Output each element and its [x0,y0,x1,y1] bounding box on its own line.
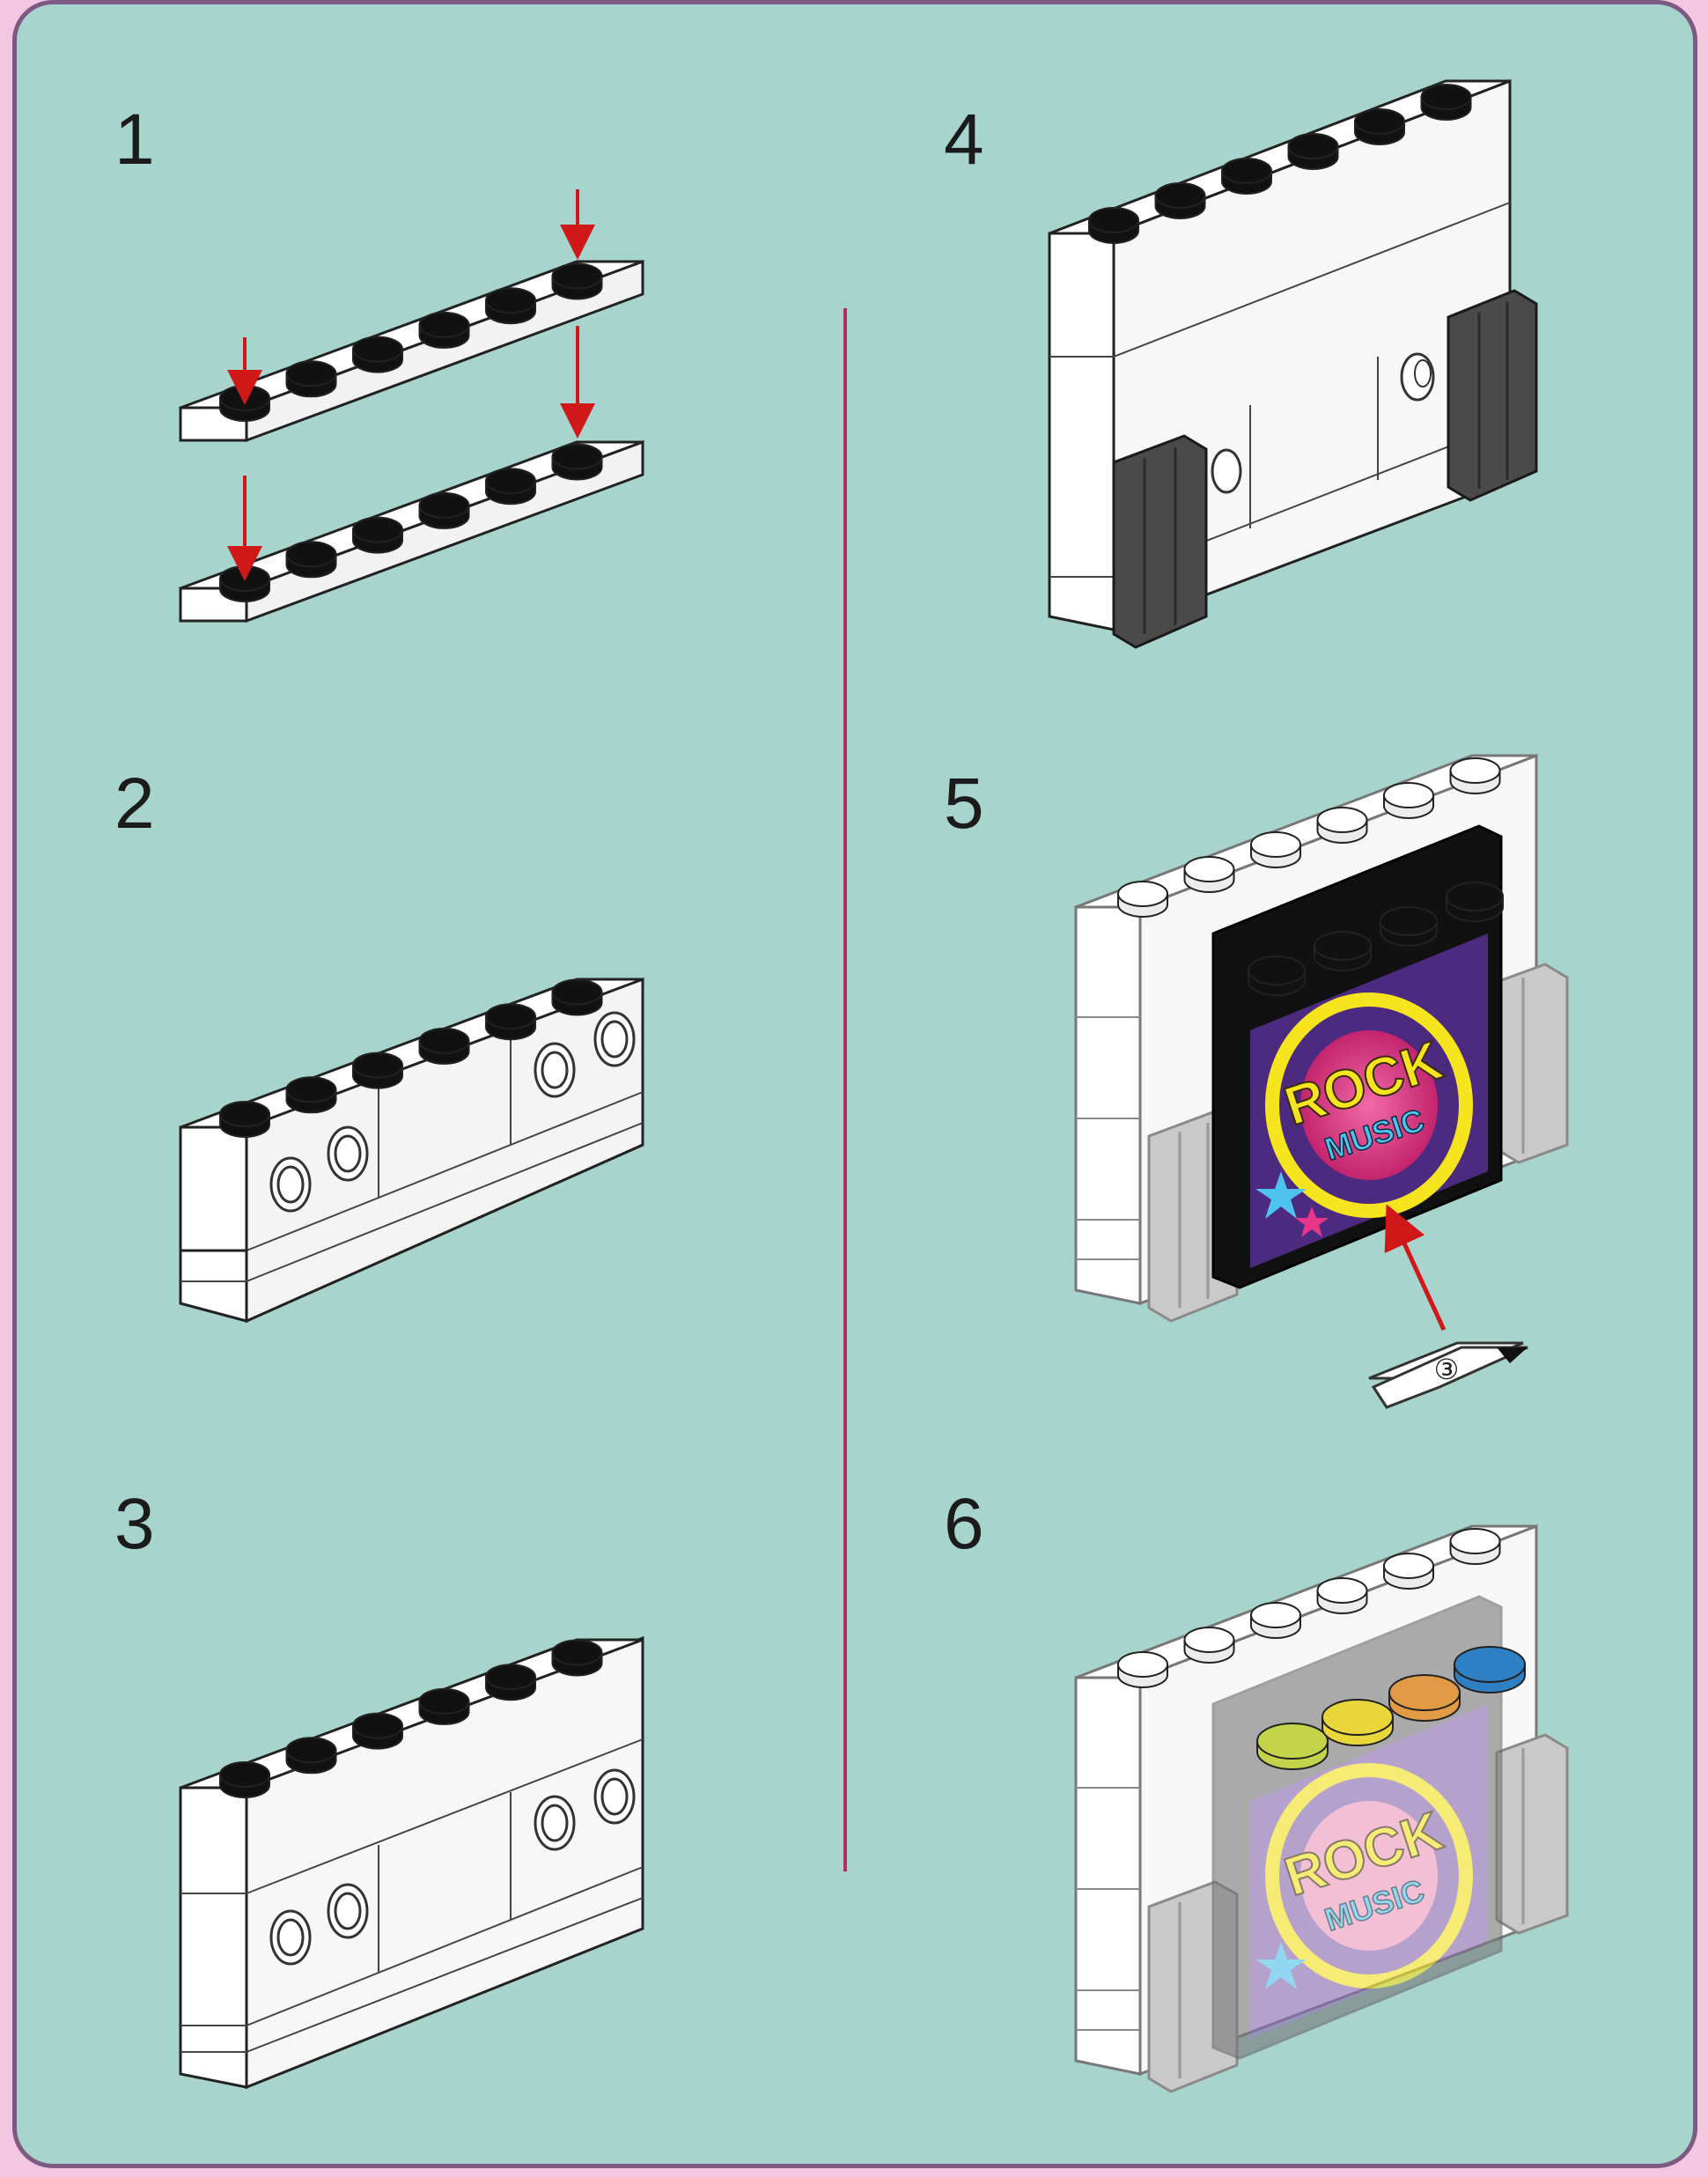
stud [486,1004,535,1039]
round-stud [1454,1647,1525,1693]
stud [1185,857,1234,892]
stud [1447,882,1503,921]
step-6-diagram: ROCK MUSIC [1076,1526,1567,2092]
stud [1118,1652,1167,1687]
stud [1289,134,1338,169]
stud [220,566,269,601]
step-2-diagram [180,979,643,1321]
stud [1248,956,1305,995]
stud [486,1664,535,1700]
stud [1222,159,1271,194]
stud [1422,85,1471,120]
round-stud [1257,1723,1328,1769]
stud [1318,808,1367,843]
side-stud [328,1127,367,1180]
stud [353,1053,402,1088]
side-stud [535,1797,574,1849]
stud [553,980,602,1015]
stud [1314,932,1371,970]
stud [1251,1603,1300,1638]
stud [1156,183,1205,218]
stud [1451,758,1500,793]
step-5-diagram: ROCK MUSIC ③ [1076,756,1567,1409]
stud [1384,1553,1433,1589]
stud [420,1029,469,1064]
stud [553,445,602,480]
gray-bracket-right [1448,291,1536,500]
side-stud [271,1158,310,1211]
round-stud [1322,1700,1393,1745]
round-stud [1389,1675,1460,1721]
side-stud [595,1770,634,1823]
sticker-arrow [1395,1224,1444,1330]
side-stud [328,1885,367,1937]
side-stud [271,1911,310,1964]
stud [1251,832,1300,867]
stud [287,361,336,396]
stud [1451,1529,1500,1564]
stud [486,288,535,323]
stud [287,1738,336,1773]
stud [1355,109,1404,144]
side-stud [535,1044,574,1096]
light-gray-bracket-right [1497,964,1567,1162]
step-4-diagram [1049,81,1536,647]
stud [220,386,269,421]
stud [353,518,402,553]
gray-bracket-left [1114,436,1206,647]
stud [553,1641,602,1676]
step-3-diagram [180,1638,643,2087]
stud [287,542,336,577]
stud [1384,783,1433,818]
stud [420,1689,469,1724]
stud [486,469,535,504]
stud [353,337,402,373]
sticker-number: ③ [1434,1354,1460,1385]
stud [1118,882,1167,917]
stud [553,264,602,299]
side-stud [595,1013,634,1066]
stud [287,1077,336,1112]
stud [420,313,469,348]
step-1-diagram [180,189,643,621]
stud [1185,1627,1234,1663]
stud [220,1102,269,1137]
stud [220,1762,269,1797]
light-gray-bracket-right [1497,1735,1567,1933]
stud [1380,907,1437,946]
stud [1318,1578,1367,1613]
sticker-callout: ③ [1369,1343,1528,1409]
stud [420,493,469,528]
stud [353,1714,402,1749]
stud [1089,208,1138,243]
